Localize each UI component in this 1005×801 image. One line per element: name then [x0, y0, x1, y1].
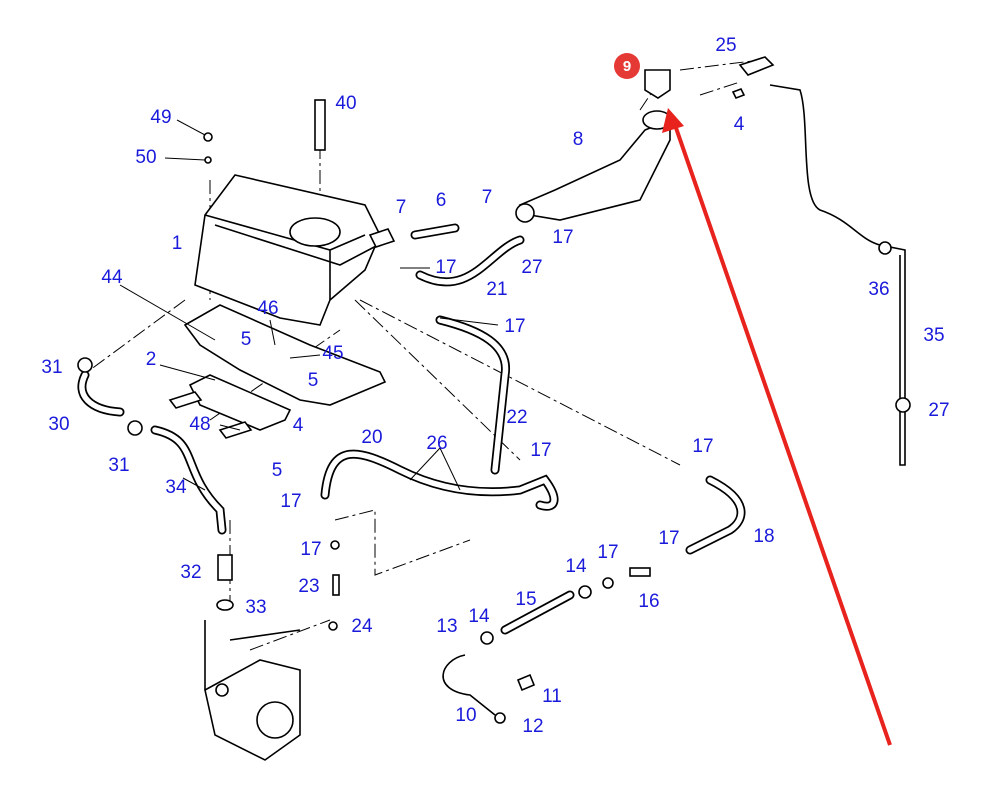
part-label[interactable]: 17	[300, 539, 321, 560]
part-label[interactable]: 21	[486, 279, 507, 300]
part-label[interactable]: 35	[923, 325, 944, 346]
part-label[interactable]: 27	[928, 400, 949, 421]
part-label[interactable]: 16	[638, 591, 659, 612]
part-label[interactable]: 14	[565, 556, 587, 577]
part-label[interactable]: 48	[189, 414, 210, 435]
part-label[interactable]: 44	[101, 267, 123, 288]
part-label[interactable]: 34	[165, 477, 187, 498]
brackets	[168, 304, 387, 439]
part-label[interactable]: 24	[351, 616, 373, 637]
fuel-tank	[194, 174, 396, 326]
part-label[interactable]: 32	[180, 562, 201, 583]
part-label[interactable]: 14	[468, 606, 490, 627]
part-label[interactable]: 5	[241, 329, 252, 350]
part-label[interactable]: 17	[435, 257, 456, 278]
part-label[interactable]: 17	[597, 542, 618, 563]
part-label[interactable]: 12	[522, 716, 543, 737]
part-label[interactable]: 33	[245, 597, 266, 618]
filler-neck	[515, 56, 775, 223]
part-label[interactable]: 5	[272, 460, 283, 481]
part-label[interactable]: 7	[396, 197, 407, 218]
part-label[interactable]: 8	[573, 129, 584, 150]
part-label[interactable]: 17	[692, 436, 713, 457]
part-label[interactable]: 6	[436, 190, 447, 211]
part-label[interactable]: 40	[335, 93, 356, 114]
part-label[interactable]: 23	[298, 576, 319, 597]
part-label[interactable]: 31	[41, 357, 62, 378]
part-label[interactable]: 17	[552, 227, 573, 248]
part-label[interactable]: 22	[506, 407, 527, 428]
svg-text:9: 9	[623, 58, 631, 75]
part-label[interactable]: 17	[530, 440, 551, 461]
part-label[interactable]: 17	[280, 491, 301, 512]
part-label[interactable]: 26	[426, 433, 447, 454]
part-label[interactable]: 46	[257, 298, 278, 319]
part-label[interactable]: 27	[521, 257, 542, 278]
part-label[interactable]: 50	[135, 147, 156, 168]
part-label[interactable]: 7	[482, 187, 493, 208]
part-label[interactable]: 11	[542, 686, 562, 707]
pump-housing	[204, 620, 301, 761]
part-label[interactable]: 15	[515, 589, 536, 610]
part-label[interactable]: 1	[172, 233, 183, 254]
part-label[interactable]: 30	[48, 414, 69, 435]
part-label[interactable]: 45	[322, 343, 343, 364]
highlight-arrow	[662, 108, 892, 746]
part-label[interactable]: 10	[455, 705, 476, 726]
part-label[interactable]: 17	[658, 528, 679, 549]
part-labels: 25 4 40 49 50 8 7 6 7 17 27 17 21 1 44 4…	[41, 35, 949, 737]
part-label[interactable]: 4	[734, 114, 745, 135]
part-label[interactable]: 20	[361, 427, 382, 448]
part-label[interactable]: 25	[715, 35, 736, 56]
fittings	[77, 99, 911, 724]
part-label[interactable]: 2	[146, 349, 157, 370]
part-label[interactable]: 13	[436, 616, 457, 637]
part-label[interactable]: 36	[868, 279, 889, 300]
leader-lines	[119, 119, 499, 491]
highlight-badge-9[interactable]: 9	[614, 53, 640, 79]
part-label[interactable]: 5	[308, 370, 319, 391]
part-label[interactable]: 18	[753, 526, 774, 547]
part-label[interactable]: 17	[504, 316, 525, 337]
part-label[interactable]: 4	[293, 415, 304, 436]
part-label[interactable]: 31	[108, 455, 129, 476]
part-label[interactable]: 49	[150, 107, 171, 128]
